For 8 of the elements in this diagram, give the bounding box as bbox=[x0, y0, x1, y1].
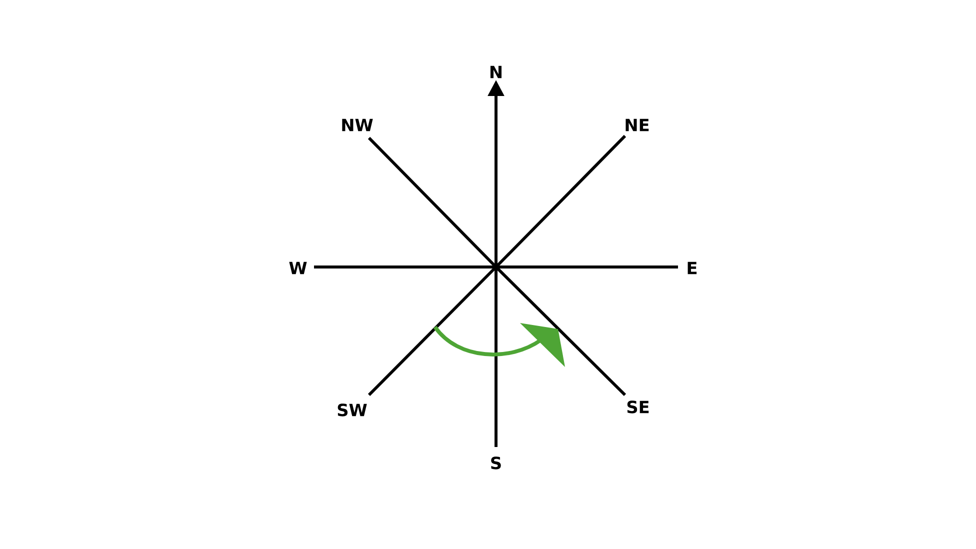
direction-label: SE bbox=[627, 400, 649, 414]
direction-label: NW bbox=[342, 118, 373, 132]
direction-label: S bbox=[491, 456, 501, 470]
direction-label: W bbox=[289, 262, 307, 274]
direction-label: NE bbox=[626, 118, 649, 132]
direction-label: N bbox=[490, 66, 502, 78]
direction-label: SW bbox=[338, 404, 367, 416]
direction-label: E bbox=[688, 262, 697, 274]
